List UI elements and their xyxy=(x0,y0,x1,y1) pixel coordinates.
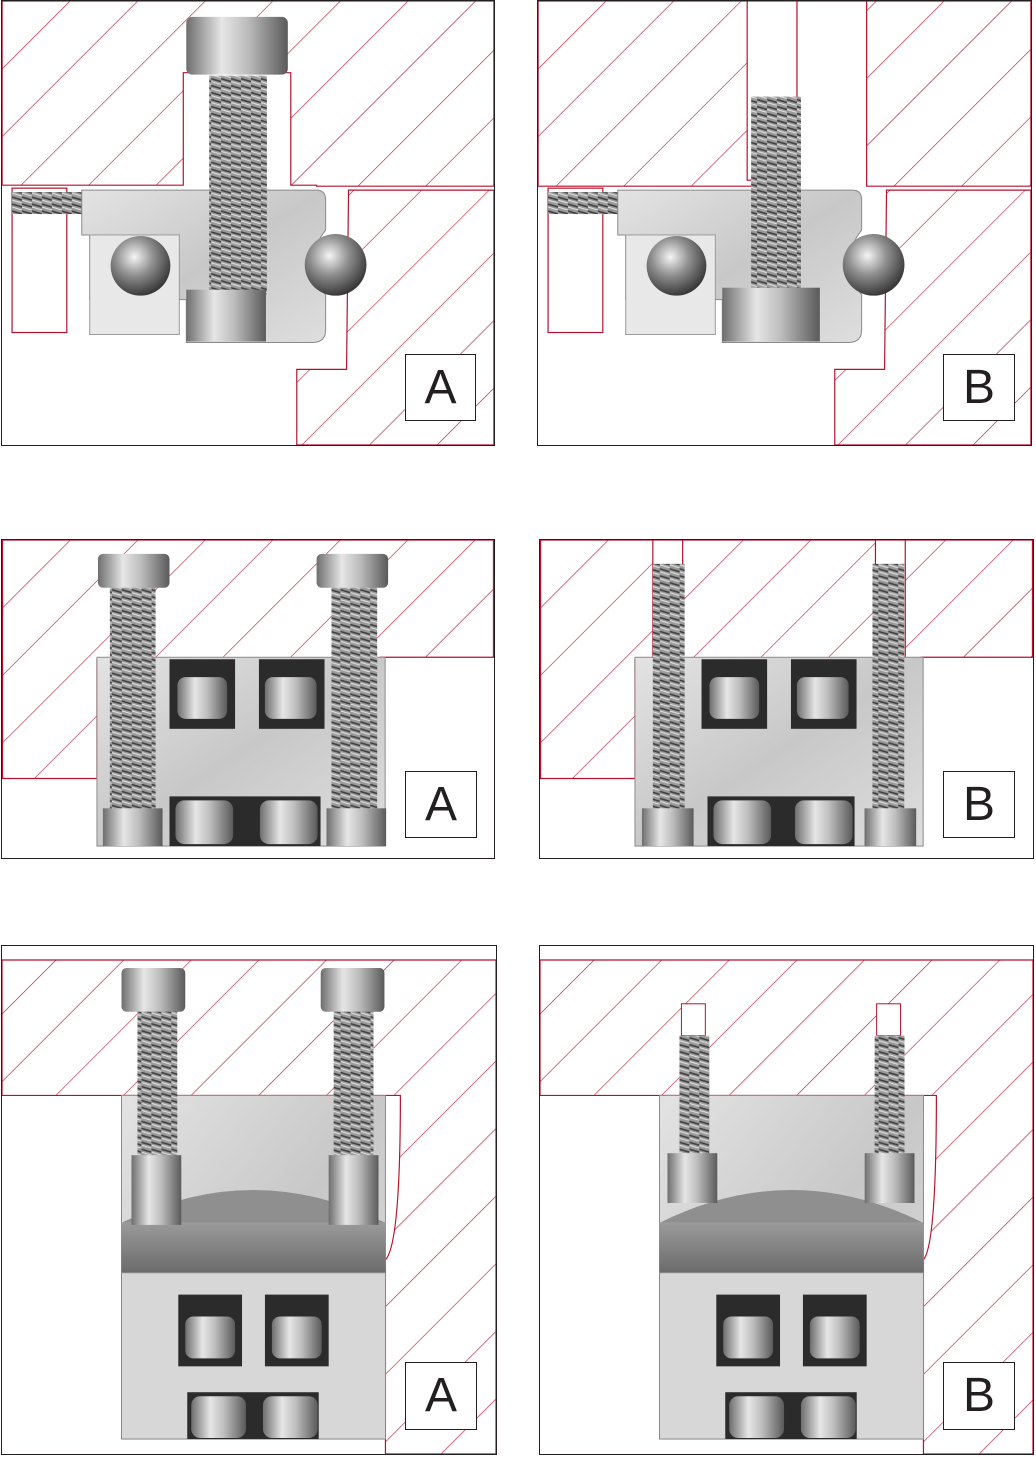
panel-3b: B xyxy=(539,945,1034,1455)
wedge-roller-clamp-screw-top-diagram xyxy=(2,959,496,1454)
ball-clamp-screw-top-diagram xyxy=(2,1,494,445)
panel-2b: B xyxy=(539,539,1034,859)
variant-label: A xyxy=(405,354,476,421)
panel-3a: A xyxy=(1,945,497,1455)
panel-2a: A xyxy=(1,539,495,859)
variant-label: B xyxy=(943,1362,1015,1430)
variant-label: A xyxy=(405,1362,477,1430)
panel-1b: B xyxy=(537,0,1032,446)
variant-label: B xyxy=(943,771,1015,838)
roller-clamp-screw-top-diagram xyxy=(2,540,494,847)
wedge-roller-clamp-screw-bottom-diagram xyxy=(540,959,1033,1454)
panel-1a: A xyxy=(1,0,495,446)
variant-label: A xyxy=(405,771,477,838)
roller-clamp-screw-bottom-diagram xyxy=(540,540,1033,847)
variant-label: B xyxy=(943,354,1015,421)
